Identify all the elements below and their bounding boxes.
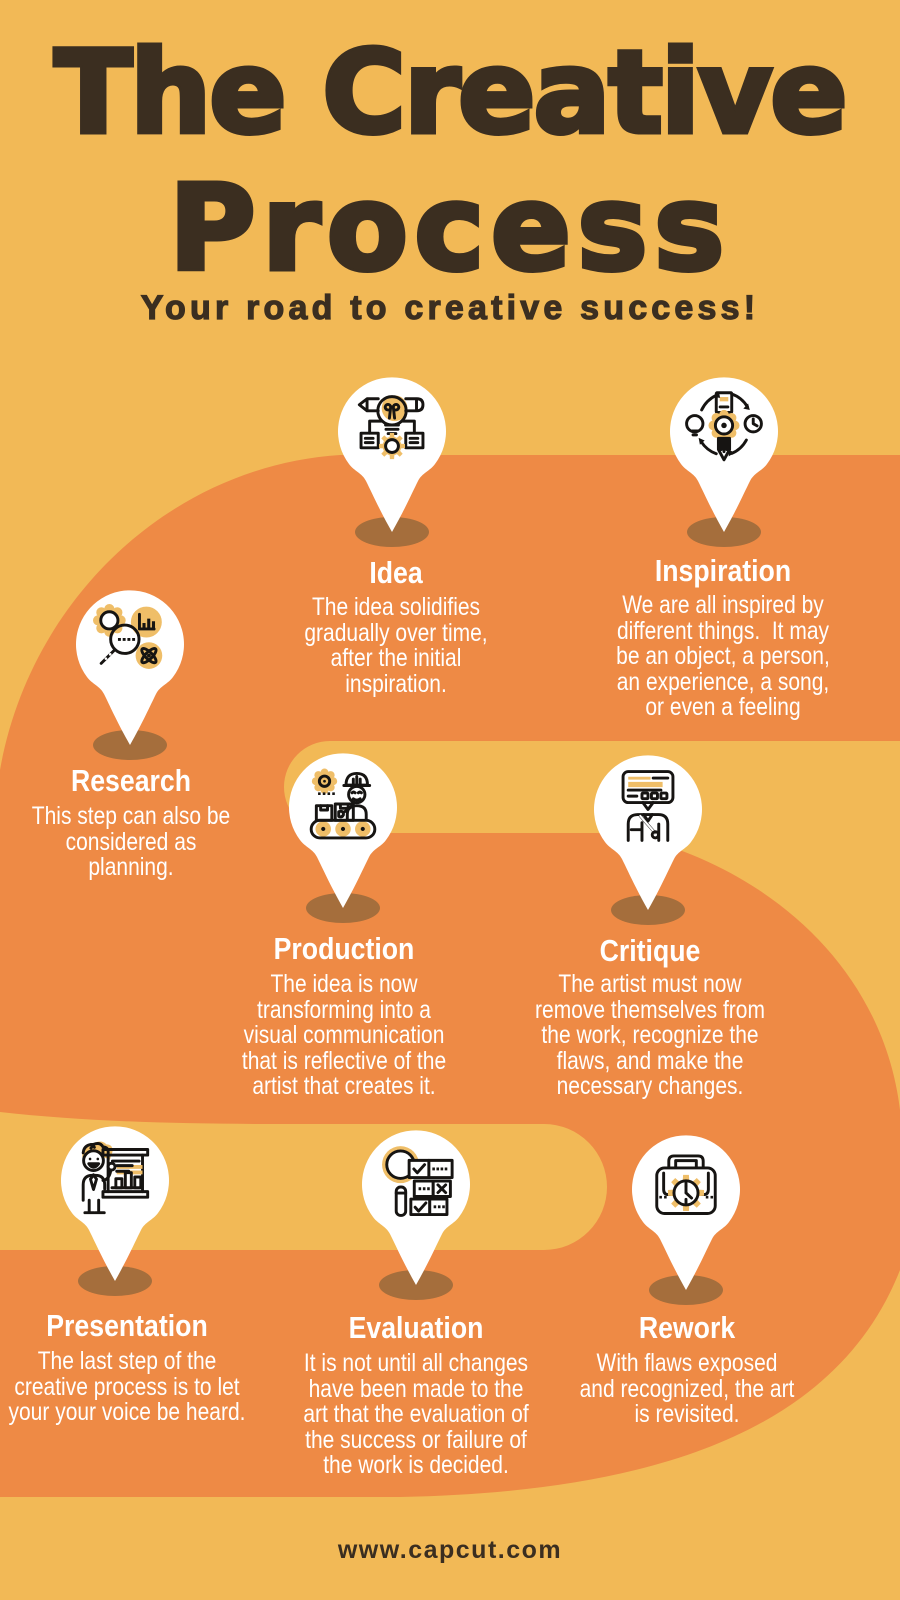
map-pin-presentation (60, 1126, 169, 1296)
page-title-line2: Process (167, 159, 731, 297)
step-title-presentation: Presentation (46, 1308, 208, 1343)
step-title-idea: Idea (369, 555, 423, 590)
map-pin-rework (632, 1135, 740, 1305)
step-desc-idea: The idea solidifies gradually over time,… (304, 593, 488, 698)
step-desc-critique: The artist must now remove themselves fr… (535, 970, 765, 1101)
pin-body (76, 590, 184, 745)
map-pin-production (289, 753, 397, 923)
map-pin-evaluation (362, 1130, 470, 1300)
map-pin-research (76, 590, 184, 760)
map-pin-critique (594, 755, 702, 925)
pin-shadow (355, 517, 429, 547)
pin-shadow (611, 895, 685, 925)
step-desc-evaluation: It is not until all changes have been ma… (303, 1349, 529, 1480)
footer-url: www.capcut.com (337, 1536, 563, 1564)
pin-shadow (379, 1270, 453, 1300)
step-title-evaluation: Evaluation (348, 1310, 484, 1345)
pin-shadow (687, 517, 761, 547)
step-desc-rework: With flaws exposed and recognized, the a… (579, 1349, 795, 1429)
pin-shadow (306, 893, 380, 923)
step-title-critique: Critique (599, 933, 701, 968)
step-title-inspiration: Inspiration (654, 553, 792, 588)
step-desc-inspiration: We are all inspired by different things.… (616, 591, 830, 722)
step-title-production: Production (273, 931, 415, 966)
map-pin-inspiration (670, 377, 778, 547)
pin-shadow (78, 1266, 152, 1296)
step-desc-presentation: The last step of the creative process is… (8, 1347, 246, 1427)
step-desc-production: The idea is now transforming into a visu… (241, 970, 447, 1101)
step-desc-research: This step can also be considered as plan… (31, 802, 231, 882)
step-title-research: Research (70, 763, 192, 798)
page-subtitle: Your road to creative success! (140, 288, 760, 327)
pin-shadow (649, 1275, 723, 1305)
page-title-line1: The Creative (52, 26, 850, 159)
step-title-rework: Rework (638, 1310, 736, 1345)
pin-shadow (93, 730, 167, 760)
map-pin-idea (338, 377, 446, 547)
